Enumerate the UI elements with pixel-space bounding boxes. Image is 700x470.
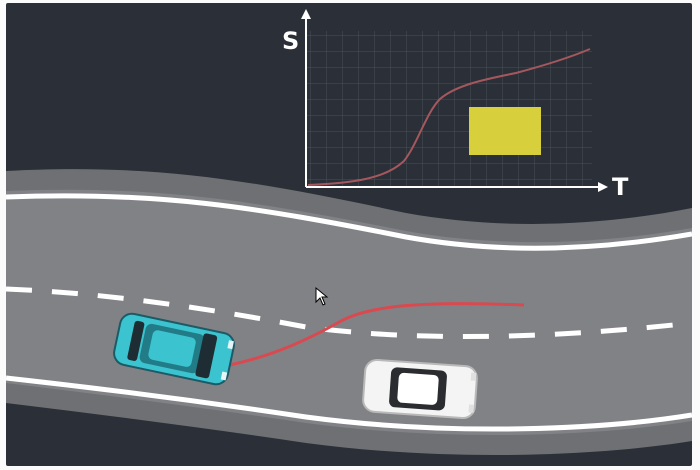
graph-x-axis-label: T: [612, 173, 629, 201]
st-curve: [307, 48, 591, 186]
ego-car-rear-window: [127, 320, 145, 361]
ego-car-headlight: [220, 371, 228, 381]
ego-car-windshield: [195, 333, 218, 379]
mouse-cursor-icon: [315, 286, 329, 306]
road-bottom-edge-line: [6, 375, 692, 432]
other-car: [362, 358, 478, 420]
driving-scene: S T: [6, 3, 692, 466]
graph-grid: [306, 31, 592, 187]
planned-trajectory: [229, 302, 525, 367]
ego-car-roof-panel: [148, 330, 196, 367]
ego-car: [113, 312, 235, 386]
graph-y-axis-arrow: [301, 9, 311, 19]
other-car-roof: [397, 372, 439, 405]
obstacle-block: [469, 107, 541, 155]
scene-canvas: [6, 9, 692, 456]
lane-center-dashed-line: [6, 286, 692, 340]
road: [6, 169, 692, 456]
graph-x-axis-arrow: [598, 182, 608, 192]
other-car-headlight: [470, 372, 477, 381]
ego-car-headlight: [227, 340, 234, 350]
st-graph: [301, 9, 608, 192]
graph-y-axis-label: S: [282, 27, 300, 55]
other-car-headlight: [468, 404, 475, 413]
road-top-edge-line: [6, 193, 692, 251]
